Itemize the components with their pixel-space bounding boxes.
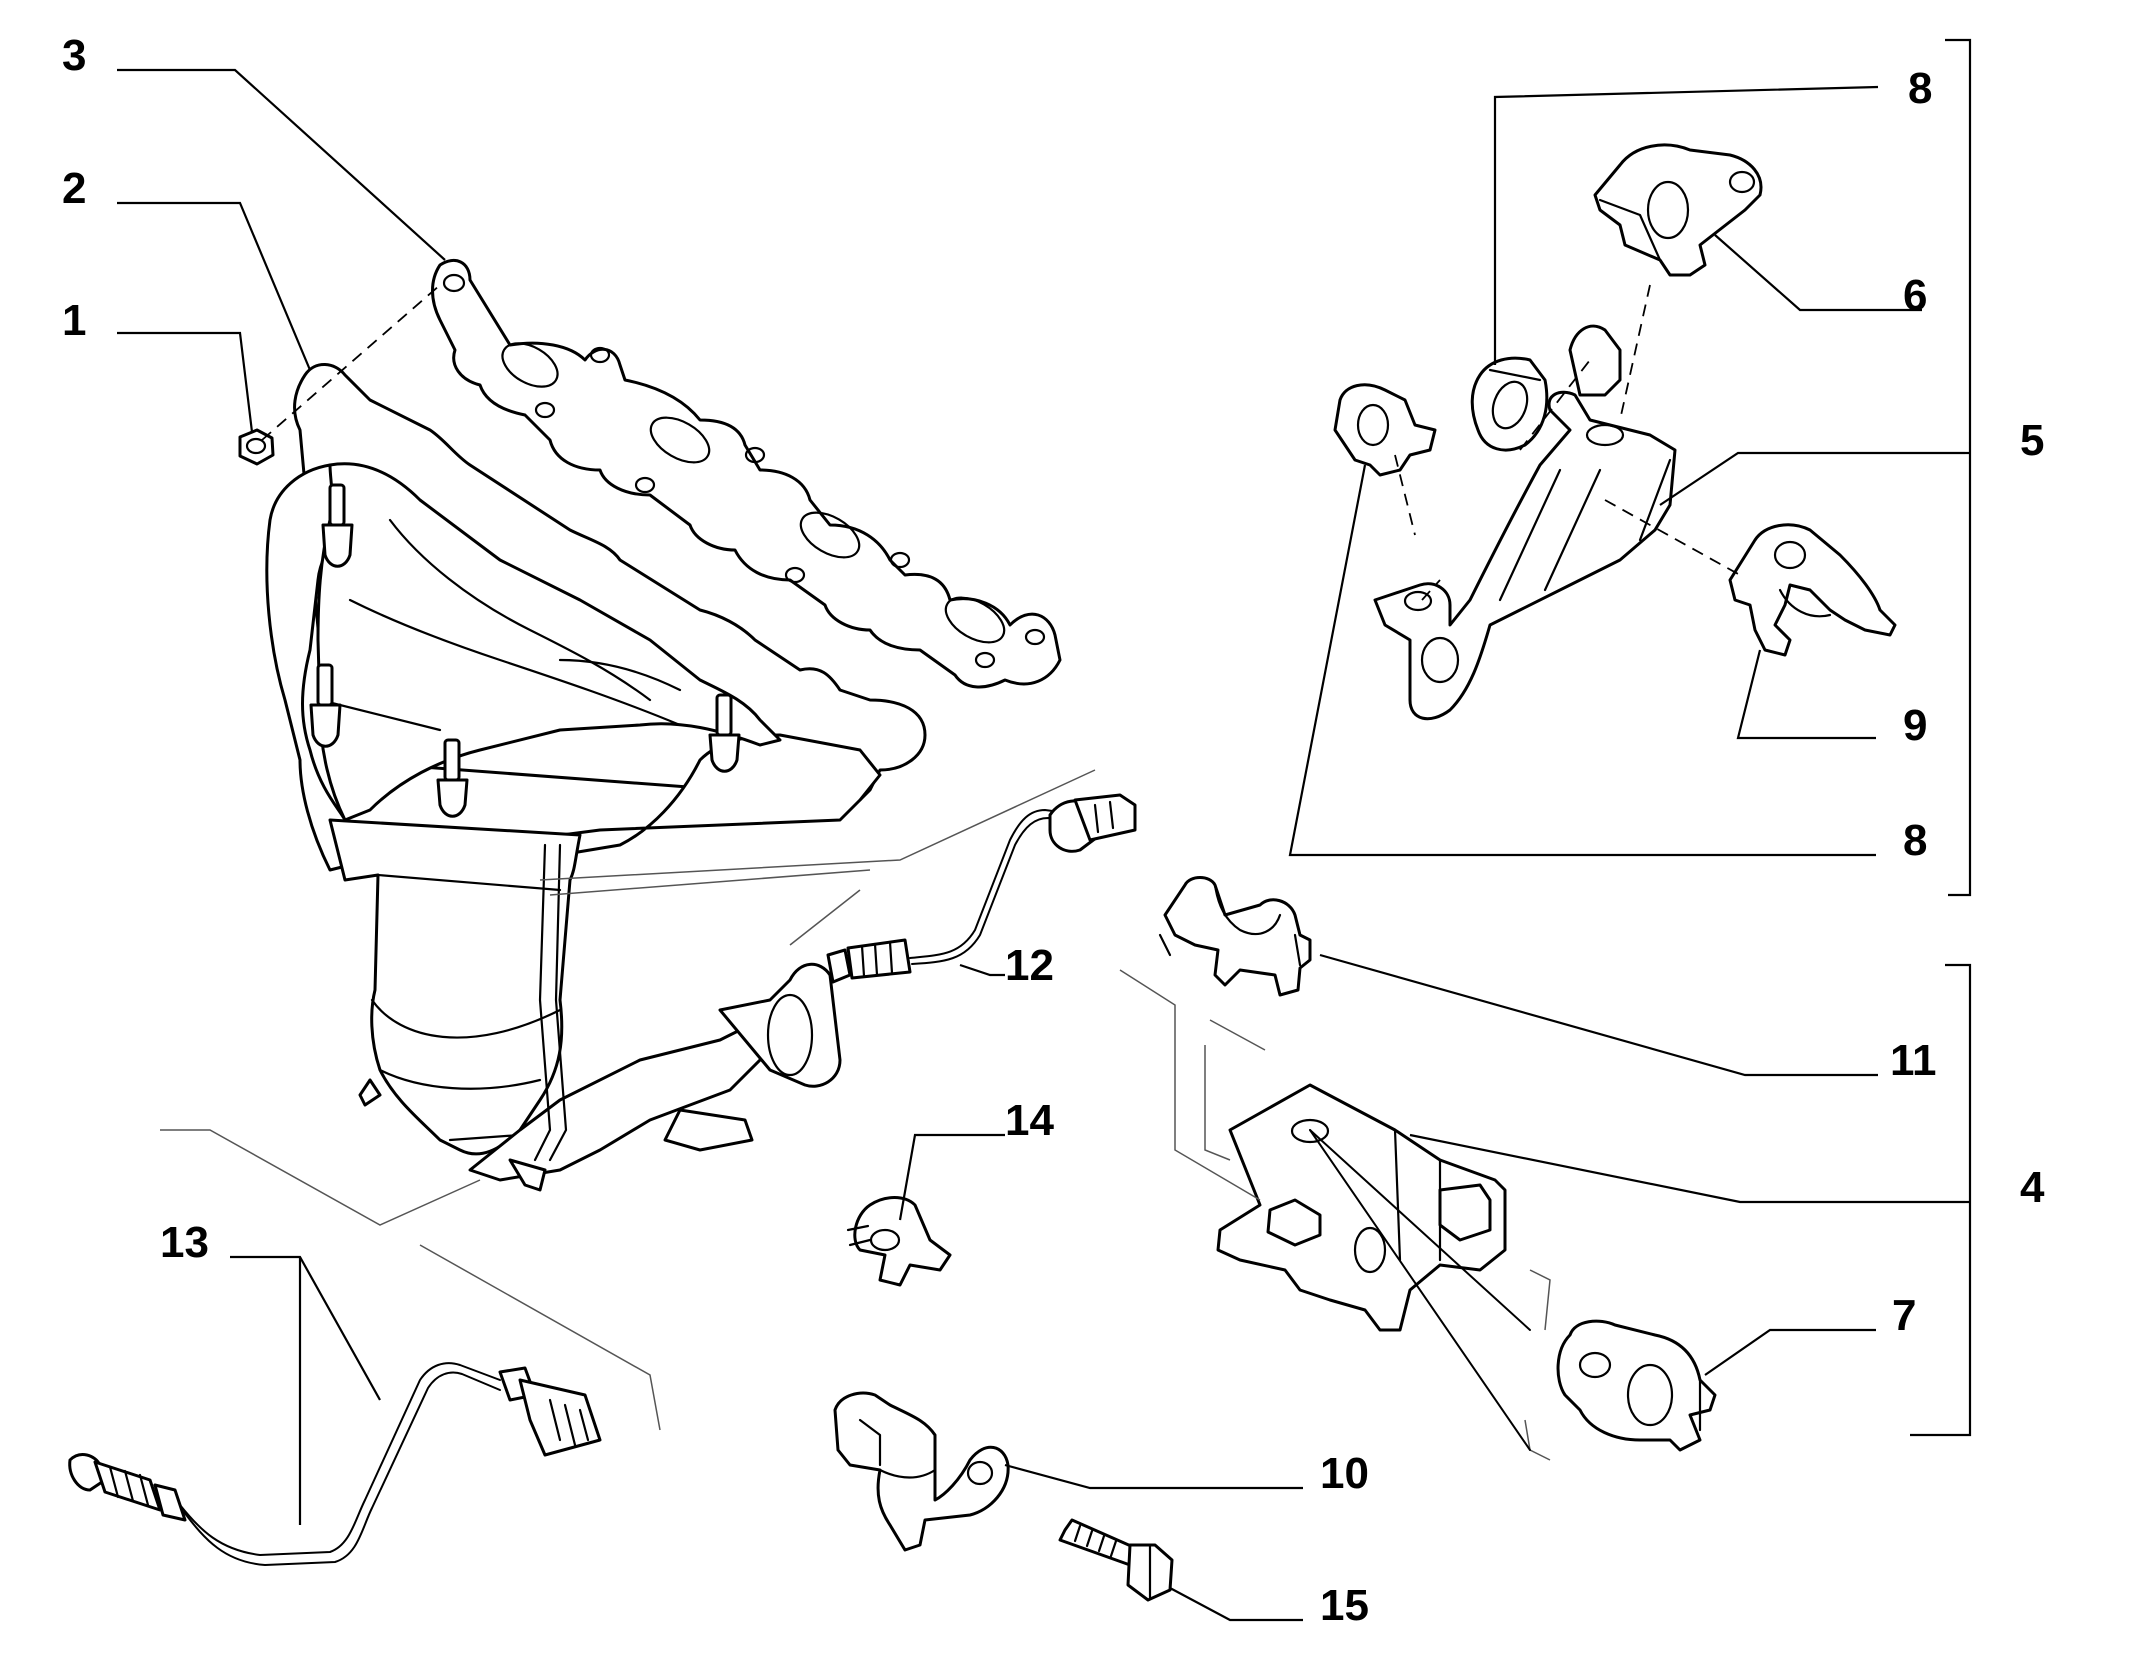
callout-8-lower: 8 <box>1903 816 1927 865</box>
reference-lines <box>160 769 1551 1461</box>
part-8-clamp-ring <box>1470 356 1549 452</box>
callout-labels: 3 2 1 8 6 5 9 8 12 14 11 4 7 10 15 13 <box>62 31 2045 1630</box>
callout-14: 14 <box>1005 1096 1054 1145</box>
callout-11: 11 <box>1890 1036 1937 1085</box>
part-6-clamp <box>1593 143 1763 277</box>
part-11-clamp <box>1158 876 1312 997</box>
callout-8-upper: 8 <box>1908 64 1932 113</box>
manifold-stud <box>309 663 342 748</box>
part-14-clip <box>846 1196 952 1287</box>
leader-lines <box>117 38 1972 1622</box>
callout-10: 10 <box>1320 1449 1369 1498</box>
part-8-clamp-lower <box>1333 383 1437 477</box>
manifold-stud <box>436 738 469 818</box>
callout-5: 5 <box>2020 416 2044 465</box>
part-10-bracket <box>833 1391 1010 1552</box>
callout-13: 13 <box>160 1218 209 1267</box>
callout-3: 3 <box>62 31 86 80</box>
part-7-clamp <box>1556 1319 1717 1452</box>
part-13-lambda-sensor-lower <box>68 1362 602 1566</box>
part-4-bracket-plate <box>1216 1083 1507 1332</box>
callout-7: 7 <box>1892 1291 1916 1340</box>
manifold-stud <box>708 693 741 773</box>
assembly-dashed-lines <box>261 284 1741 601</box>
part-9-clamp <box>1728 523 1897 657</box>
part-3-manifold-gasket <box>431 259 1062 689</box>
callout-6: 6 <box>1903 271 1927 320</box>
manifold-stud <box>321 483 354 568</box>
part-15-bolt <box>1058 1518 1174 1602</box>
part-5-bracket <box>1373 324 1677 721</box>
callout-9: 9 <box>1903 701 1927 750</box>
callout-12: 12 <box>1005 941 1054 990</box>
callout-1: 1 <box>62 296 86 345</box>
part-2-exhaust-manifold <box>265 363 927 1192</box>
callout-4: 4 <box>2020 1163 2045 1212</box>
part-12-lambda-sensor-upper <box>826 793 1137 984</box>
callout-2: 2 <box>62 164 86 213</box>
callout-15: 15 <box>1320 1581 1369 1630</box>
